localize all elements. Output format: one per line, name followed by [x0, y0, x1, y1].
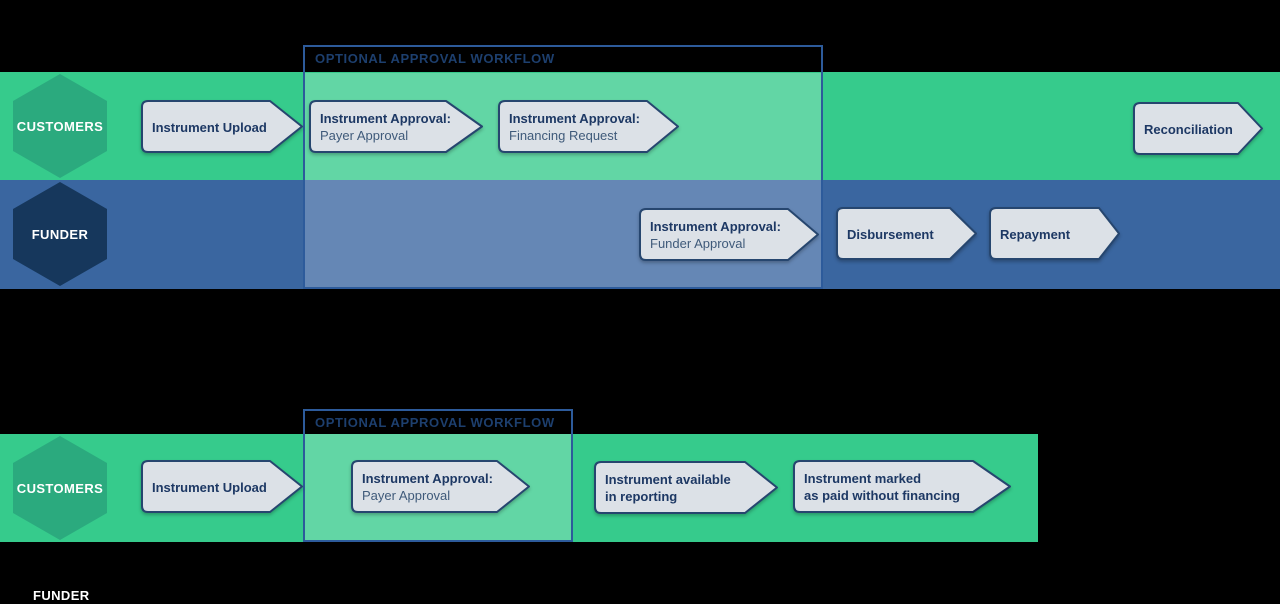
- step-label: Instrument marked: [804, 471, 922, 486]
- step-label: Instrument Upload: [152, 119, 267, 135]
- step-sublabel: Payer Approval: [362, 488, 451, 503]
- step-instrument-upload-bottom: Instrument Upload: [140, 460, 304, 514]
- funder-lane-label-bottom-cutoff: FUNDER: [33, 588, 90, 603]
- funder-lane-label-top: FUNDER: [31, 226, 89, 242]
- step-marked-paid-without-financing: Instrument marked as paid without financ…: [792, 460, 1012, 514]
- optional-workflow-title-bottom: OPTIONAL APPROVAL WORKFLOW: [315, 415, 555, 430]
- step-sublabel: in reporting: [605, 489, 678, 504]
- arrow-shape-icon: [639, 208, 819, 261]
- arrow-shape-icon: [141, 460, 303, 513]
- step-label: Instrument Upload: [152, 479, 267, 495]
- step-payer-approval-top: Instrument Approval: Payer Approval: [308, 100, 484, 154]
- step-sublabel: as paid without financing: [804, 488, 960, 503]
- step-label: Instrument Approval:: [650, 219, 781, 234]
- customers-lane-label-top: CUSTOMERS: [16, 118, 104, 134]
- arrow-shape-icon: [793, 460, 1011, 513]
- step-reconciliation: Reconciliation: [1132, 102, 1264, 156]
- arrow-shape-icon: [309, 100, 483, 153]
- step-financing-request: Instrument Approval: Financing Request: [497, 100, 680, 154]
- step-payer-approval-bottom: Instrument Approval: Payer Approval: [350, 460, 531, 514]
- step-available-in-reporting: Instrument available in reporting: [593, 461, 779, 515]
- optional-workflow-box-top: [303, 45, 823, 289]
- step-label: Repayment: [1000, 226, 1071, 242]
- step-sublabel: Financing Request: [509, 128, 618, 143]
- step-disbursement: Disbursement: [835, 207, 978, 261]
- step-instrument-upload-top: Instrument Upload: [140, 100, 304, 154]
- arrow-shape-icon: [498, 100, 679, 153]
- step-label: Instrument Approval:: [509, 111, 640, 126]
- step-label: Instrument available: [605, 472, 731, 487]
- optional-workflow-box-bottom: [303, 409, 573, 542]
- step-sublabel: Payer Approval: [320, 128, 409, 143]
- arrow-shape-icon: [351, 460, 530, 513]
- customers-lane-label-bottom: CUSTOMERS: [16, 480, 104, 496]
- optional-workflow-title-top: OPTIONAL APPROVAL WORKFLOW: [315, 51, 555, 66]
- arrow-shape-icon: [989, 207, 1120, 260]
- step-label: Instrument Approval:: [320, 111, 451, 126]
- arrow-shape-icon: [836, 207, 977, 260]
- arrow-shape-icon: [1133, 102, 1263, 155]
- step-repayment: Repayment: [988, 207, 1121, 261]
- step-label: Disbursement: [847, 226, 934, 242]
- step-sublabel: Funder Approval: [650, 236, 746, 251]
- step-funder-approval: Instrument Approval: Funder Approval: [638, 208, 820, 262]
- arrow-shape-icon: [141, 100, 303, 153]
- step-label: Instrument Approval:: [362, 471, 493, 486]
- step-label: Reconciliation: [1144, 121, 1233, 137]
- arrow-shape-icon: [594, 461, 778, 514]
